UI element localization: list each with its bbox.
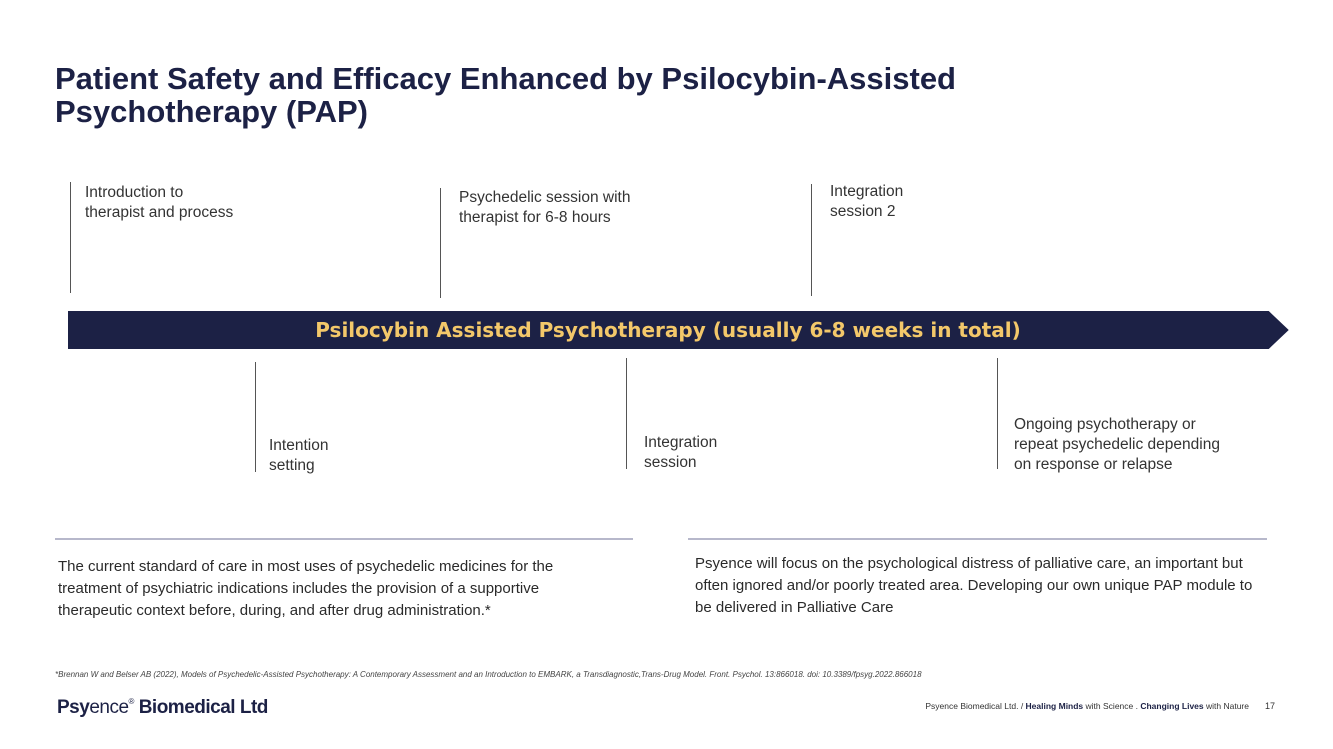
divider-right [688,538,1267,540]
brand-ence: ence [89,697,129,718]
page-number: 17 [1264,701,1275,711]
timeline-arrow-bar: Psilocybin Assisted Psychotherapy (usual… [68,311,1289,349]
milestone-line-bottom-3 [997,358,998,469]
tagline-with-nature: with Nature [1203,701,1249,711]
milestone-integration-2: Integration session 2 [830,183,904,220]
milestone-line-top-1 [70,182,71,293]
milestone-psychedelic-session: Psychedelic session with therapist for 6… [459,189,631,226]
milestone-introduction: Introduction to therapist and process [85,184,234,221]
timeline-label: Psilocybin Assisted Psychotherapy (usual… [315,318,1021,342]
citation-footnote: *Brennan W and Belser AB (2022), Models … [55,670,922,679]
tagline-with-science: with Science . [1083,701,1141,711]
divider-left [55,538,633,540]
psyence-focus-text: Psyence will focus on the psychological … [695,555,1253,616]
milestone-line-top-3 [811,184,812,296]
footer-tagline: Psyence Biomedical Ltd. / Healing Minds … [925,701,1249,711]
brand-logo: Psyence® Biomedical Ltd [57,697,268,719]
slide-title: Patient Safety and Efficacy Enhanced by … [55,61,956,129]
standard-of-care-text: The current standard of care in most use… [58,558,554,619]
brand-biomedical: Biomedical Ltd [133,697,269,718]
milestone-line-top-2 [440,188,441,298]
brand-psy: Psy [57,697,90,718]
milestone-intention-setting: Intention setting [269,437,329,474]
milestone-ongoing-psychotherapy: Ongoing psychotherapy or repeat psychede… [1014,416,1220,473]
tagline-changing-lives: Changing Lives [1140,701,1204,711]
milestone-line-bottom-2 [626,358,627,469]
milestone-line-bottom-1 [255,362,256,472]
milestone-integration-session: Integration session [644,434,718,471]
arrow-shape [68,311,1289,349]
tagline-healing-minds: Healing Minds [1025,701,1084,711]
brand-tm: ® [128,697,135,706]
tagline-company: Psyence Biomedical Ltd. / [925,701,1026,711]
